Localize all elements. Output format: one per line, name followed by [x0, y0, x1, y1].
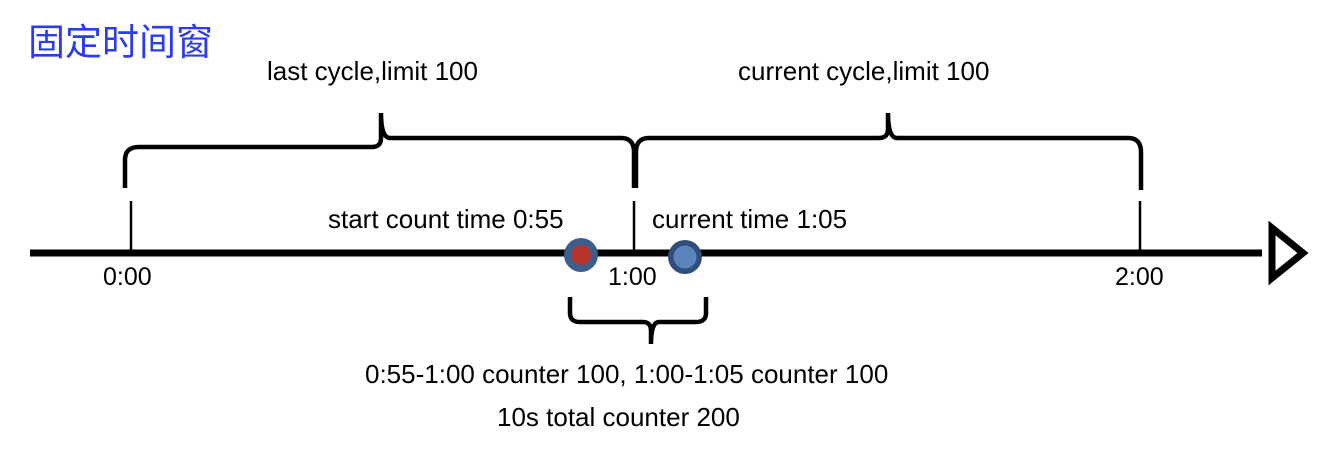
page-title: 固定时间窗: [28, 22, 213, 63]
current-time-marker: [668, 240, 702, 274]
arrow-right-icon: [1268, 220, 1309, 286]
counters-summary-label: 0:55-1:00 counter 100, 1:00-1:05 counter…: [365, 359, 889, 389]
last-cycle-label: last cycle,limit 100: [267, 56, 478, 86]
tick-label-2-00: 2:00: [1115, 263, 1164, 291]
tick-label-1-00: 1:00: [608, 263, 657, 291]
tick-label-0-00: 0:00: [103, 263, 152, 291]
window-span-brace: [567, 297, 709, 345]
current-time-label: current time 1:05: [652, 204, 848, 234]
current-cycle-label: current cycle,limit 100: [738, 56, 990, 86]
current-cycle-brace: [633, 112, 1144, 190]
last-cycle-brace: [122, 112, 637, 188]
start-count-marker: [564, 238, 598, 272]
start-count-time-label: start count time 0:55: [328, 204, 564, 234]
total-counter-label: 10s total counter 200: [497, 402, 740, 432]
